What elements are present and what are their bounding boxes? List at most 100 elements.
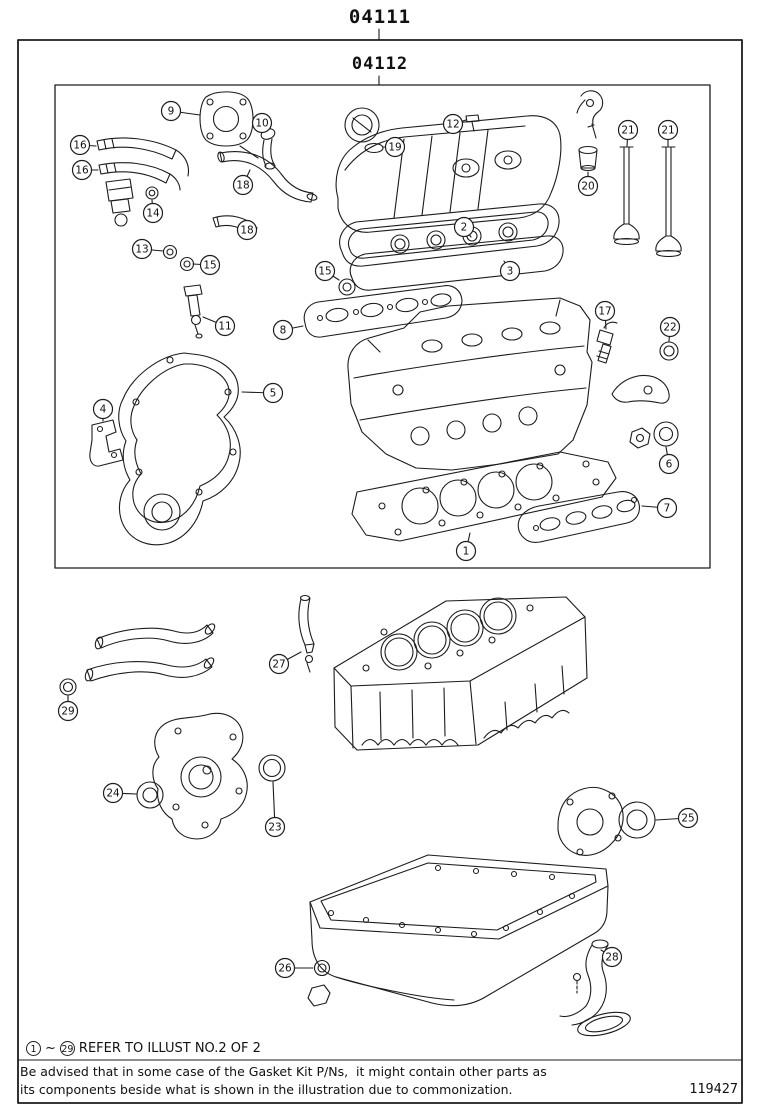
callout-number: 25 bbox=[681, 813, 694, 825]
advisory-note-line1: Be advised that in some case of the Gask… bbox=[20, 1064, 547, 1079]
callout-number: 5 bbox=[270, 388, 277, 400]
reference-note-text: REFER TO ILLUST NO.2 OF 2 bbox=[78, 1041, 261, 1056]
part-pcv-valve bbox=[260, 128, 276, 170]
callout-circle-21 bbox=[617, 119, 639, 141]
part-oil-pump bbox=[152, 712, 248, 840]
part-injector bbox=[183, 284, 203, 339]
callout-number: 6 bbox=[666, 459, 673, 471]
callout-number: 26 bbox=[278, 963, 292, 975]
part-clip bbox=[576, 90, 604, 139]
callout-circle-16 bbox=[71, 159, 93, 181]
callout-circle-26 bbox=[274, 957, 296, 979]
callout-number: 1 bbox=[463, 546, 470, 558]
callout-circle-7 bbox=[656, 497, 678, 519]
part-o-ring-14 bbox=[145, 186, 159, 200]
callout-circle-15 bbox=[199, 254, 221, 276]
drawing-number: 119427 bbox=[689, 1081, 738, 1097]
reference-note: 1 ~ 29 REFER TO ILLUST NO.2 OF 2 bbox=[26, 1041, 261, 1056]
callout-number: 21 bbox=[621, 125, 634, 137]
circled-number-start: 1 bbox=[26, 1041, 41, 1056]
part-head-gasket bbox=[351, 451, 617, 542]
callout-number: 18 bbox=[240, 225, 253, 237]
callout-number: 27 bbox=[272, 659, 285, 671]
callout-number: 19 bbox=[388, 142, 401, 154]
callout-number: 14 bbox=[146, 208, 160, 220]
part-water-hoses bbox=[84, 623, 216, 682]
circled-number-end: 29 bbox=[59, 1041, 75, 1056]
part-oil-tube-27 bbox=[298, 594, 315, 673]
callout-number: 7 bbox=[664, 503, 671, 515]
part-rear-retainer bbox=[557, 786, 624, 856]
callout-number: 29 bbox=[61, 706, 74, 718]
advisory-note-line2: its components beside what is shown in t… bbox=[20, 1082, 513, 1097]
callout-circle-28 bbox=[601, 946, 623, 968]
callout-number: 22 bbox=[663, 322, 676, 334]
callout-circle-1 bbox=[455, 540, 477, 562]
part-hose-18-upper bbox=[217, 151, 318, 203]
part-bracket-4 bbox=[89, 419, 124, 467]
callout-circle-18 bbox=[232, 174, 254, 196]
callout-circle-27 bbox=[268, 653, 290, 675]
callout-circle-13 bbox=[131, 238, 153, 260]
callout-circle-5 bbox=[262, 382, 284, 404]
callout-circle-19 bbox=[384, 136, 406, 158]
callout-circle-17 bbox=[594, 300, 616, 322]
callout-number: 3 bbox=[507, 266, 514, 278]
part-seal-15a bbox=[179, 256, 195, 272]
part-seal-15b bbox=[338, 278, 356, 296]
callout-circle-3 bbox=[499, 260, 521, 282]
kit-part-number: 04112 bbox=[351, 54, 409, 74]
part-hose-16-upper bbox=[96, 137, 190, 177]
callout-circle-4 bbox=[92, 398, 114, 420]
part-exhaust-gasket bbox=[517, 491, 640, 543]
part-intake-gasket bbox=[303, 285, 463, 338]
part-drain-plug bbox=[307, 959, 331, 1007]
part-gasket-3 bbox=[349, 235, 564, 291]
part-valve-cover bbox=[335, 115, 562, 233]
callout-number: 12 bbox=[446, 119, 459, 131]
callout-circle-24 bbox=[102, 782, 124, 804]
callout-number: 20 bbox=[581, 181, 594, 193]
part-cylinder-head bbox=[347, 297, 593, 471]
part-oil-filler-cap bbox=[344, 107, 384, 154]
callout-number: 15 bbox=[318, 266, 331, 278]
part-front-seal-24 bbox=[136, 781, 164, 809]
callout-number: 16 bbox=[73, 140, 87, 152]
part-o-ring-29 bbox=[59, 678, 77, 696]
callout-circle-22 bbox=[659, 316, 681, 338]
callout-number: 28 bbox=[605, 952, 618, 964]
callout-circle-12 bbox=[442, 113, 464, 135]
part-water-pipe bbox=[611, 375, 670, 404]
part-valve-cover-gasket bbox=[339, 203, 560, 267]
callout-circle-18 bbox=[236, 219, 258, 241]
callout-circle-10 bbox=[251, 112, 273, 134]
callout-number: 23 bbox=[268, 822, 281, 834]
main-part-number: 04111 bbox=[348, 6, 412, 28]
page-frame bbox=[17, 28, 743, 1104]
callout-number: 10 bbox=[255, 118, 268, 130]
callout-circle-23 bbox=[264, 816, 286, 838]
callout-circle-11 bbox=[214, 315, 236, 337]
part-oil-pan bbox=[309, 854, 609, 1007]
callout-number: 8 bbox=[280, 325, 287, 337]
part-rear-seal-25 bbox=[618, 801, 656, 839]
callout-circle-16 bbox=[69, 134, 91, 156]
callout-circle-9 bbox=[160, 100, 182, 122]
callout-circle-20 bbox=[577, 175, 599, 197]
part-plug-and-seal-6 bbox=[629, 421, 679, 449]
callout-number: 9 bbox=[168, 106, 175, 118]
callout-number: 11 bbox=[218, 321, 231, 333]
callout-number: 21 bbox=[661, 125, 674, 137]
callout-circle-29 bbox=[57, 700, 79, 722]
callout-number: 4 bbox=[100, 404, 107, 416]
callout-circle-14 bbox=[142, 202, 164, 224]
callout-number: 18 bbox=[236, 180, 249, 192]
callout-circle-2 bbox=[453, 216, 475, 238]
callout-circle-6 bbox=[658, 453, 680, 475]
part-cylinder-block bbox=[333, 596, 588, 751]
part-timing-cover bbox=[118, 352, 241, 546]
callout-circle-21 bbox=[657, 119, 679, 141]
